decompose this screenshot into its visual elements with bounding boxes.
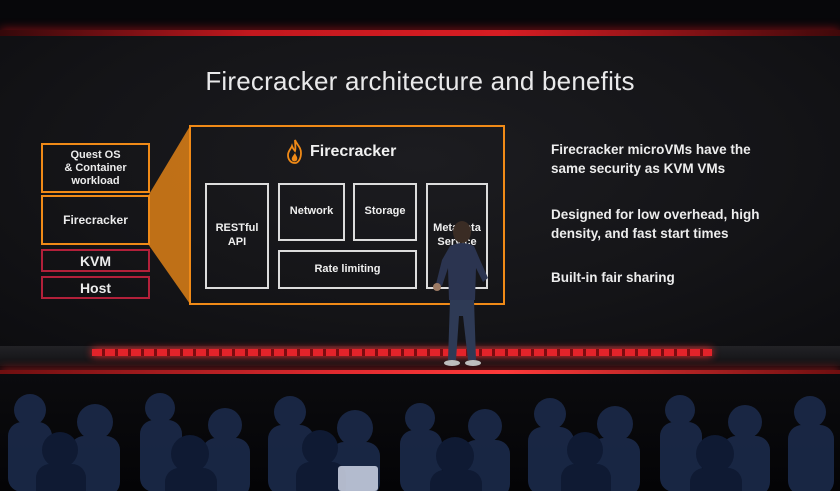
firecracker-flame-icon: [287, 139, 302, 164]
stage-edge-light: [0, 370, 840, 374]
stage-light-bar: [92, 349, 712, 356]
host-box: Host: [41, 276, 150, 299]
network-box: Network: [278, 183, 345, 241]
audience-silhouettes: [8, 393, 834, 491]
restful-api-box: RESTful API: [205, 183, 269, 289]
kvm-box: KVM: [41, 249, 150, 272]
guest-os-box: Quest OS & Container workload: [41, 143, 150, 193]
slide-title: Firecracker architecture and benefits: [205, 66, 635, 96]
bullet-fair-sharing: Built-in fair sharing: [551, 270, 675, 285]
firecracker-stack-box: Firecracker: [41, 195, 150, 245]
firecracker-panel: [189, 125, 505, 305]
bullet-performance: Designed for low overhead, high density,…: [551, 207, 760, 241]
callout-wedge: [148, 126, 190, 304]
presenter: [433, 221, 488, 366]
ceiling-light-strip: [0, 30, 840, 36]
rate-limiting-box: Rate limiting: [278, 250, 417, 289]
storage-box: Storage: [353, 183, 417, 241]
firecracker-logo: Firecracker: [286, 136, 396, 168]
bullet-security: Firecracker microVMs have the same secur…: [551, 142, 751, 176]
firecracker-logo-text: Firecracker: [310, 143, 397, 160]
